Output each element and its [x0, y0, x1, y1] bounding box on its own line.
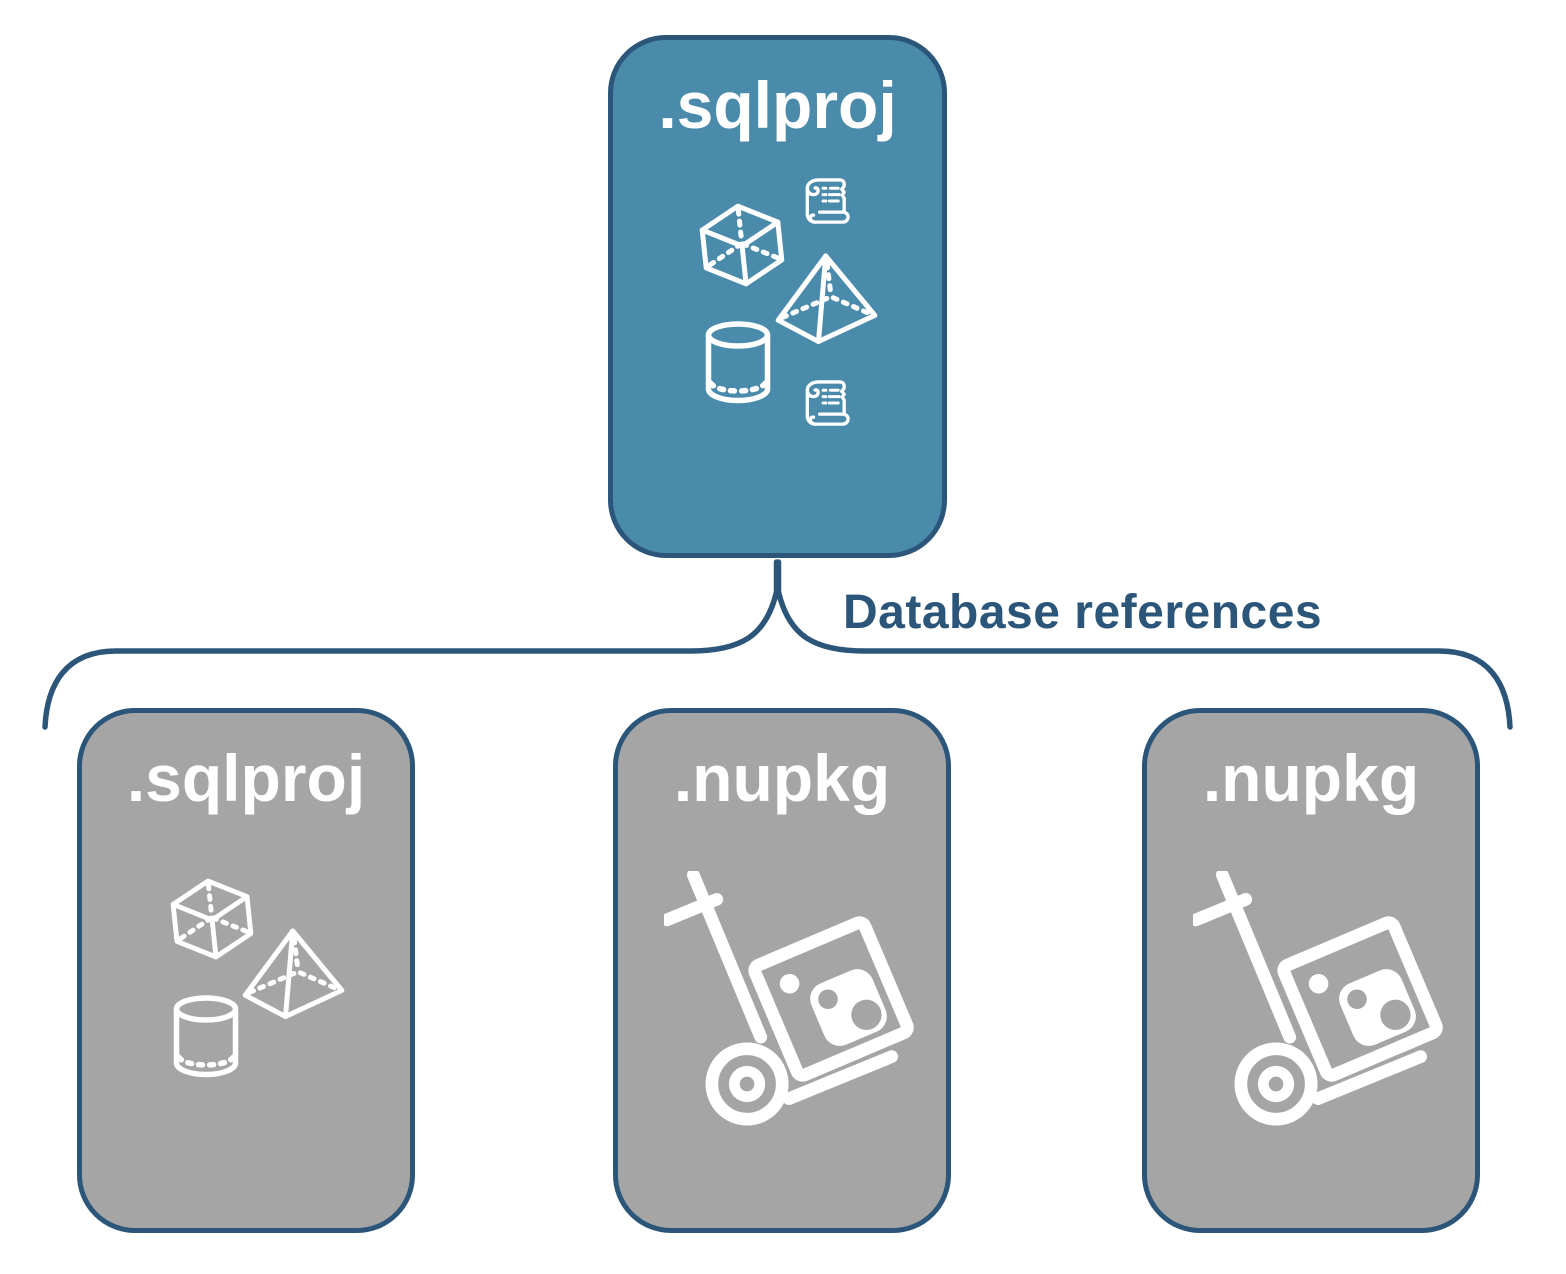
database-cylinder-icon	[171, 995, 241, 1081]
script-scroll-icon	[798, 174, 853, 229]
node-child-title: .nupkg	[673, 741, 891, 815]
brace-left-arm	[42, 559, 780, 730]
node-child-sqlproj: .sqlproj	[77, 708, 415, 1233]
node-child-nupkg-1: .nupkg	[613, 708, 951, 1233]
node-child-title: .sqlproj	[126, 741, 366, 815]
pyramid-icon	[764, 244, 883, 353]
node-child-title: .nupkg	[1202, 741, 1420, 815]
node-root-sqlproj: .sqlproj	[608, 35, 947, 558]
script-scroll-icon	[798, 376, 853, 431]
nuget-package-dolly-icon	[664, 871, 920, 1127]
pyramid-icon	[231, 919, 350, 1028]
node-child-nupkg-2: .nupkg	[1142, 708, 1480, 1233]
edge-label-database-references: Database references	[843, 586, 1323, 639]
nuget-package-dolly-icon	[1193, 871, 1449, 1127]
database-cylinder-icon	[703, 321, 773, 407]
node-root-title: .sqlproj	[658, 68, 897, 142]
